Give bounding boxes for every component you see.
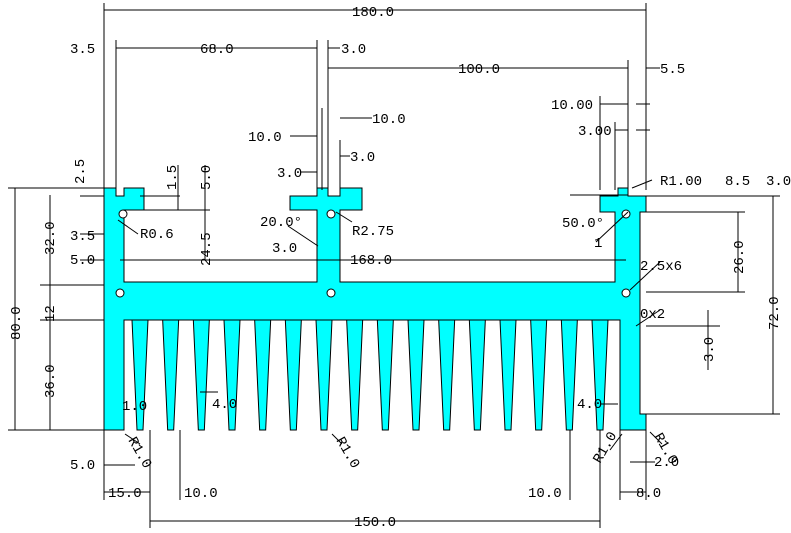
dim-right-span: 100.0 (458, 62, 500, 78)
dim-fin-gap-right: 4.0 (577, 397, 602, 413)
dim-overall-height: 80.0 (9, 306, 25, 340)
dim-center-right-ten: 10.0 (372, 112, 406, 128)
fin (438, 319, 456, 431)
dim-center-three-right: 3.0 (350, 150, 375, 166)
fin (131, 319, 149, 431)
fin (192, 319, 210, 431)
dim-slot-depth: 1.5 (165, 165, 181, 190)
top-slot-left (118, 209, 128, 219)
dim-left-wall-thickness: 3.5 (70, 229, 95, 245)
dim-slot-height: 5.0 (199, 165, 215, 190)
dim-right-radius-small: 1 (594, 236, 602, 252)
dim-left-radius: R0.6 (140, 227, 174, 243)
dim-right-lip-height: 3.0 (766, 174, 791, 190)
dim-right-upper-height: 26.0 (732, 240, 748, 274)
dim-fin-tip-left: 1.0 (122, 399, 147, 415)
dim-right-step: 3.0 (702, 337, 718, 362)
fin (499, 319, 517, 431)
top-slot-center (326, 209, 336, 219)
dim-bottom-fin-pitch-right: 10.0 (528, 486, 562, 502)
dim-right-angle: 50.0° (562, 216, 604, 232)
dim-left-lip-height: 2.5 (73, 159, 89, 184)
heatsink-fins (131, 319, 609, 431)
dim-center-radius: R2.75 (352, 224, 394, 240)
dim-inner-span: 168.0 (350, 253, 392, 269)
dim-fin-radius-right: R1.0 (590, 429, 621, 466)
dim-center-offset: 3.0 (341, 42, 366, 58)
dim-center-three-left: 3.0 (277, 166, 302, 182)
dim-right-top-ten: 10.00 (551, 98, 593, 114)
fin (346, 319, 364, 431)
dim-bottom-right-step: 2.0 (654, 455, 679, 471)
dim-center-gap: 3.0 (272, 241, 297, 257)
screw-slot-center (326, 288, 336, 298)
dim-center-angle: 20.0° (260, 215, 302, 231)
dim-fin-root: 0x2 (640, 307, 665, 323)
heatsink-profile (103, 187, 647, 431)
dimension-lines (8, 3, 780, 528)
fin (407, 319, 425, 431)
fin (560, 319, 578, 431)
dim-fin-gap-left: 4.0 (212, 397, 237, 413)
dim-center-post-height: 24.5 (199, 232, 215, 266)
fin (223, 319, 241, 431)
rotated-labels: 2.5 1.5 5.0 32.0 24.5 26.0 80.0 12 72.0 … (9, 159, 783, 472)
fin (162, 319, 180, 431)
fin (315, 319, 333, 431)
fin (530, 319, 548, 431)
dim-right-radius: R1.00 (660, 174, 702, 190)
dim-right-top-three: 3.00 (578, 124, 612, 140)
dim-hole-spec: 2.5x6 (640, 259, 682, 275)
fin (376, 319, 394, 431)
dim-bottom-left-step: 5.0 (70, 458, 95, 474)
dim-bottom-span: 150.0 (354, 515, 396, 531)
dim-right-height: 72.0 (767, 296, 783, 330)
fin (468, 319, 486, 431)
dim-right-offset: 5.5 (660, 62, 685, 78)
fin (591, 319, 609, 431)
dim-bottom-left-offset: 15.0 (108, 486, 142, 502)
dim-upper-height: 32.0 (43, 221, 59, 255)
screw-slot-left (115, 288, 125, 298)
dim-bottom-fin-pitch-left: 10.0 (184, 486, 218, 502)
dimension-labels: 180.0 3.5 68.0 3.0 100.0 5.5 10.0 10.0 3… (70, 5, 791, 531)
dim-fin-height: 36.0 (43, 364, 59, 398)
dim-left-step: 5.0 (70, 253, 95, 269)
screw-slot-right (621, 288, 631, 298)
dim-left-offset: 3.5 (70, 42, 95, 58)
dim-fin-radius-center: R1.0 (332, 435, 363, 472)
dim-left-span: 68.0 (200, 42, 234, 58)
dim-base-thickness: 12 (43, 305, 59, 322)
fin (284, 319, 302, 431)
dim-right-lip-depth: 8.5 (725, 174, 750, 190)
dim-center-left-ten: 10.0 (248, 130, 282, 146)
dim-overall-width: 180.0 (352, 5, 394, 21)
dim-bottom-right-offset: 8.0 (636, 486, 661, 502)
fin (254, 319, 272, 431)
